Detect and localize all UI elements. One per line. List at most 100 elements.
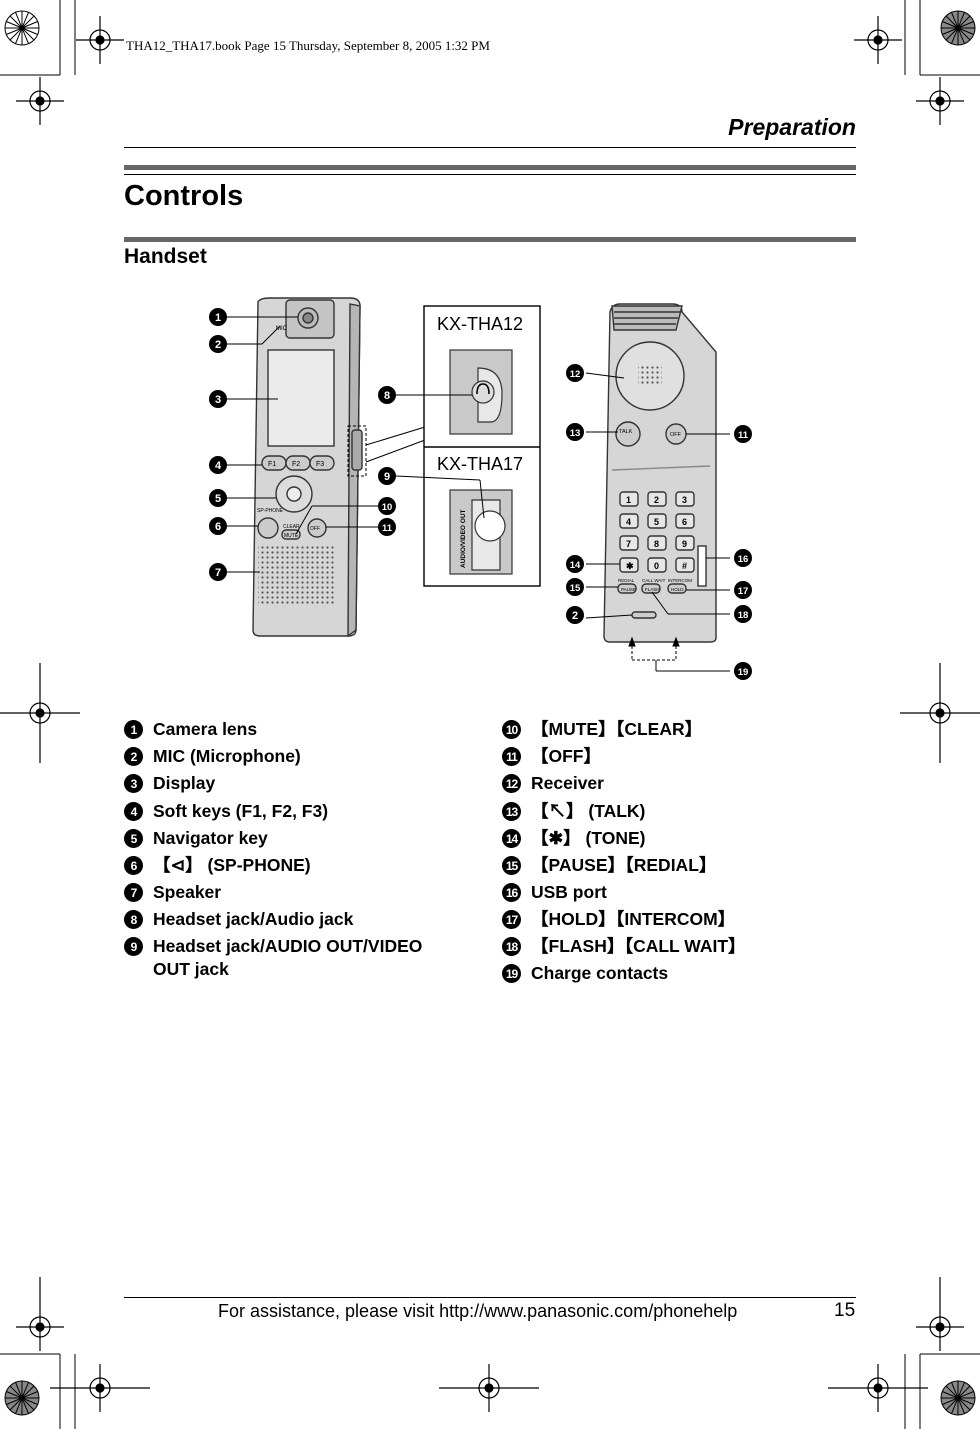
talk-key: [615, 421, 641, 447]
sp-phone-key: [257, 517, 279, 539]
book-header: THA12_THA17.book Page 15 Thursday, Septe…: [126, 38, 490, 53]
page-title: Controls: [124, 180, 244, 212]
list-item: 15【PAUSE】【REDIAL】: [502, 855, 716, 877]
svg-text:4: 4: [215, 460, 222, 472]
svg-text:2: 2: [215, 339, 221, 351]
clear-label: CLEAR: [283, 524, 300, 530]
callout-3: 3: [209, 390, 227, 408]
handset-front: MIC F1 F2 F3 SP-PHONE CLEAR MUTE OFF: [252, 297, 363, 638]
registration-marks: [0, 16, 980, 1412]
svg-text:11: 11: [382, 523, 393, 534]
callout-11b: 11: [734, 425, 752, 443]
svg-text:9: 9: [384, 471, 390, 483]
svg-text:REDIAL: REDIAL: [618, 578, 635, 583]
svg-text:15: 15: [570, 583, 581, 594]
list-item: 10【MUTE】【CLEAR】: [502, 719, 702, 741]
svg-text:INTERCOM: INTERCOM: [668, 578, 692, 583]
svg-text:18: 18: [738, 610, 749, 621]
callout-9: 9: [378, 467, 396, 485]
svg-text:10: 10: [382, 502, 393, 513]
usb-port: [697, 545, 707, 587]
svg-text:16: 16: [738, 554, 749, 565]
svg-text:13: 13: [570, 428, 581, 439]
model-label-tha17: KX-THA17: [437, 454, 523, 474]
svg-text:12: 12: [570, 369, 581, 380]
svg-text:7: 7: [626, 539, 631, 549]
svg-text:F2: F2: [292, 461, 300, 468]
list-item: 17【HOLD】【INTERCOM】: [502, 909, 735, 931]
callout-2: 2: [209, 335, 227, 353]
mute-key: [281, 529, 301, 540]
callout-8: 8: [378, 386, 396, 404]
svg-text:0: 0: [654, 561, 659, 571]
subtitle-rule: [124, 237, 856, 242]
svg-text:7: 7: [215, 567, 221, 579]
list-item: 11【OFF】: [502, 746, 601, 768]
callout-16: 16: [734, 549, 752, 567]
svg-text:1: 1: [626, 495, 631, 505]
svg-text:6: 6: [682, 517, 687, 527]
mic-label: MIC: [276, 326, 288, 332]
svg-text:OFF: OFF: [310, 526, 320, 532]
av-jack-illustration: AUDIO/VIDEO OUT: [449, 489, 513, 575]
svg-text:MUTE: MUTE: [284, 533, 299, 539]
header-rule: [124, 147, 856, 148]
starburst-marks: [4, 10, 976, 1416]
callout-5: 5: [209, 489, 227, 507]
handset-display: [267, 349, 335, 447]
section-subtitle: Handset: [124, 245, 207, 268]
svg-text:3: 3: [682, 495, 687, 505]
soft-keys: F1 F2 F3: [261, 455, 335, 471]
keypad: 1 2 3 4 5 6 7 8 9 ✱ 0 #: [619, 491, 695, 573]
svg-text:8: 8: [384, 390, 390, 402]
svg-text:1: 1: [215, 312, 221, 324]
svg-text:8: 8: [654, 539, 659, 549]
speaker-grille: [258, 544, 334, 604]
svg-text:19: 19: [738, 667, 749, 678]
svg-text:3: 3: [215, 394, 221, 406]
svg-text:HOLD: HOLD: [671, 587, 684, 592]
callout-13: 13: [566, 423, 584, 441]
off-key-front: [307, 518, 327, 538]
list-item: 13【↖】 (TALK): [502, 801, 645, 823]
list-item: 6【⊲】 (SP-PHONE): [124, 855, 311, 877]
title-rule-thin: [124, 174, 856, 175]
callout-10: 10: [378, 497, 396, 515]
svg-text:14: 14: [570, 560, 581, 571]
callout-4: 4: [209, 456, 227, 474]
svg-text:4: 4: [626, 517, 631, 527]
list-item: 18【FLASH】【CALL WAIT】: [502, 936, 746, 958]
sp-phone-label: SP-PHONE: [257, 508, 284, 514]
svg-text:17: 17: [738, 586, 749, 597]
av-out-label: AUDIO/VIDEO OUT: [460, 509, 467, 568]
handset-back: TALK OFF 1 2 3 4 5 6 7 8 9 ✱ 0 # REDIAL …: [603, 303, 717, 643]
svg-text:6: 6: [215, 521, 221, 533]
svg-text:PAUSE: PAUSE: [621, 587, 636, 592]
callout-7: 7: [209, 563, 227, 581]
svg-text:F3: F3: [316, 461, 324, 468]
svg-text:2: 2: [572, 610, 578, 622]
handset-illustration: MIC F1 F2 F3 SP-PHONE CLEAR MUTE OFF KX-…: [209, 297, 752, 680]
list-item: 14【✱】 (TONE): [502, 828, 645, 850]
section-label: Preparation: [728, 114, 856, 140]
footer-help-text: For assistance, please visit http://www.…: [218, 1301, 738, 1321]
callout-17: 17: [734, 581, 752, 599]
callout-18: 18: [734, 605, 752, 623]
callout-19: 19: [734, 662, 752, 680]
callouts: 1 2 3 4 5 6 7 8 9 10 11 12 13 11 14 15 2…: [209, 308, 752, 680]
svg-text:2: 2: [654, 495, 659, 505]
function-keys: REDIAL CALL WAIT INTERCOM PAUSE FLASH HO…: [617, 578, 692, 594]
page-number: 15: [834, 1300, 856, 1321]
headset-jack-illustration: [449, 349, 513, 435]
